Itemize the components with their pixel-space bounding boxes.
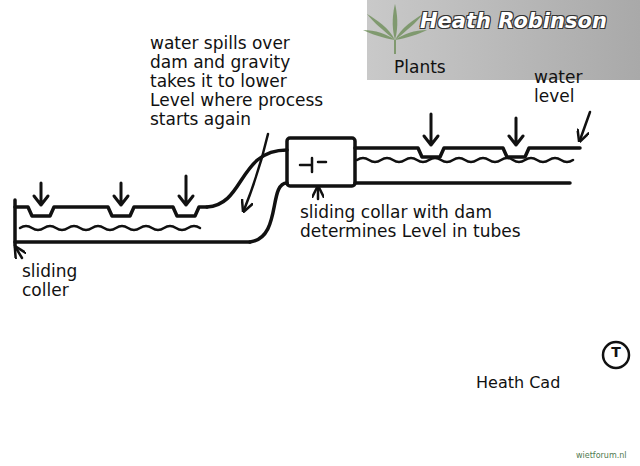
plants-label: Plants xyxy=(394,58,464,77)
dam-mark xyxy=(300,158,326,172)
end-collar-leader xyxy=(16,248,22,258)
plant-arrows xyxy=(34,114,523,205)
sliding-collar-dam xyxy=(287,138,355,186)
upper-tube-top xyxy=(355,148,580,157)
lower-tube-top xyxy=(15,207,207,216)
water-level-label: water level xyxy=(534,68,606,106)
level-leader xyxy=(580,112,590,140)
lower-tube-end xyxy=(13,200,17,246)
rising-pipe-bottom xyxy=(250,183,287,242)
lower-water xyxy=(20,226,200,230)
spill-leader xyxy=(244,134,268,210)
collar-leader xyxy=(317,188,320,199)
leaf-logo xyxy=(363,4,427,54)
watermark-banner xyxy=(367,0,640,80)
end-collar-label: sliding coller xyxy=(22,262,122,300)
watermark-title: Heath Robinson xyxy=(420,10,634,34)
upper-tube-bottom xyxy=(355,181,570,185)
watermark-site: wietforum.nl xyxy=(576,452,636,461)
signature-initial: T xyxy=(603,345,629,361)
upper-water xyxy=(357,158,573,162)
lower-tube-bottom xyxy=(15,240,250,244)
collar-dam-label: sliding collar with dam determines Level… xyxy=(300,203,585,241)
signature-name: Heath Cad xyxy=(476,374,586,392)
spill-note: water spills over dam and gravity takes … xyxy=(150,34,328,129)
signature-circle xyxy=(603,342,629,368)
